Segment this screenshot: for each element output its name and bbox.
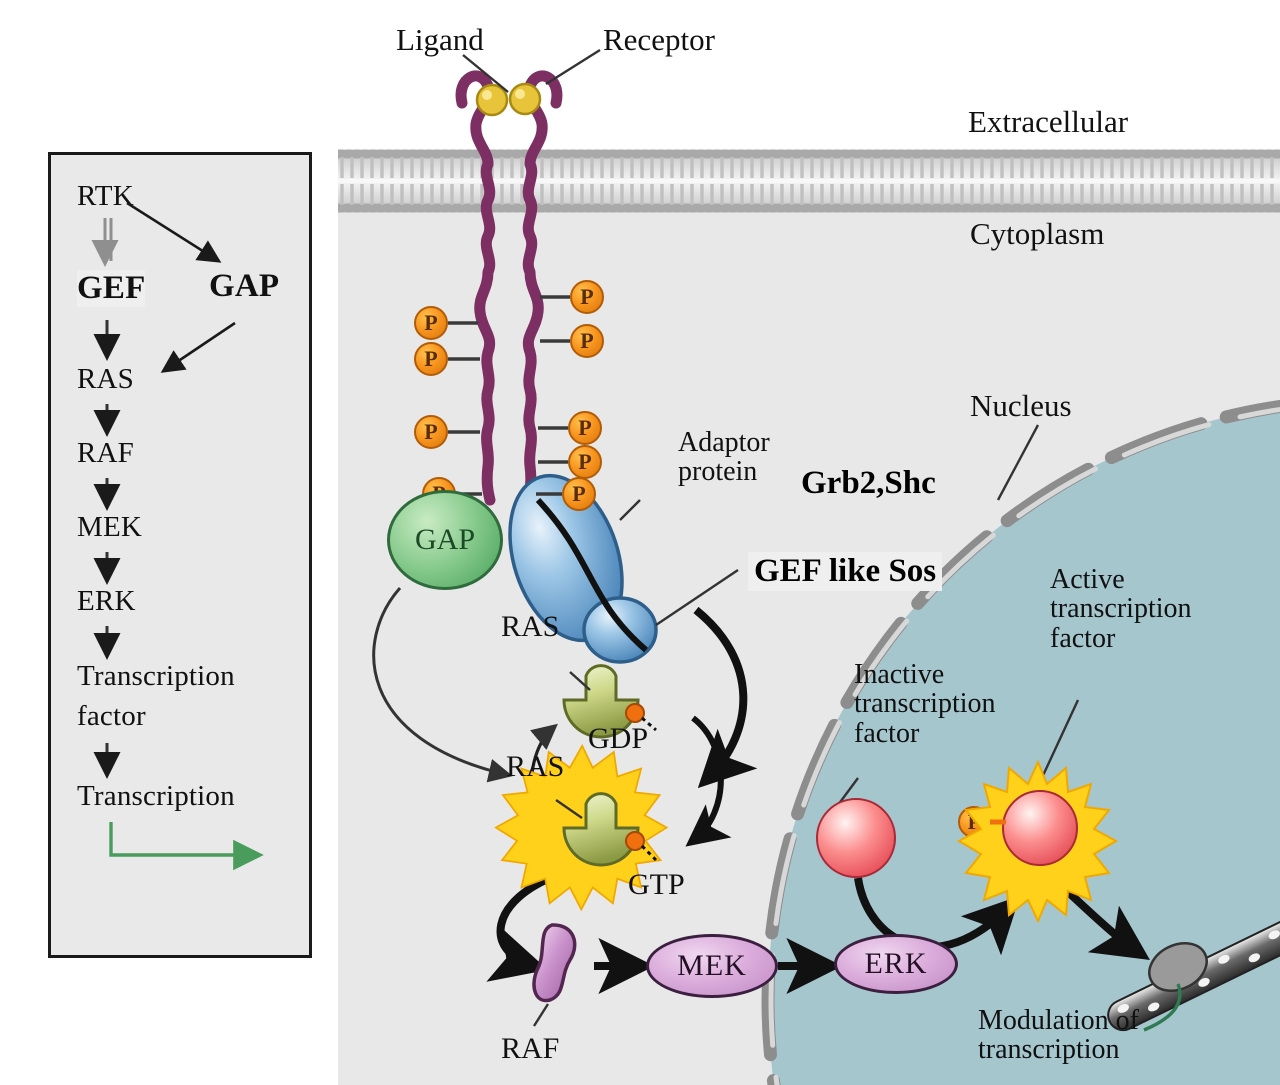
- extracellular-space: [338, 0, 1280, 150]
- phosphate-icon: P: [414, 306, 448, 340]
- arrow-rtk-to-gap: [126, 201, 222, 263]
- label-adaptor-names: Grb2,Shc: [801, 465, 936, 501]
- pathway-step-raf: RAF: [77, 437, 135, 469]
- gap-protein-label: GAP: [414, 523, 475, 556]
- leader-ras-gtp: [555, 799, 583, 819]
- phosphate-icon: P: [414, 415, 448, 449]
- arrow-gap-to-ras-feedback: [372, 587, 513, 783]
- pathway-summary-panel: RTK GEF GAP RAS RAF MEK ERK Transcriptio…: [48, 152, 312, 958]
- arrow-rasgtp-to-raf: [486, 870, 562, 982]
- label-active-tf-line1: Active: [1050, 564, 1125, 595]
- label-inactive-tf-line3: factor: [854, 717, 920, 749]
- pathway-step-transcription-factor-line2: factor: [77, 700, 146, 732]
- phosphate-icon: P: [562, 477, 596, 511]
- dna-binding-site: [1148, 942, 1208, 992]
- nuclear-envelope: [761, 400, 1280, 1085]
- label-modulation-of-transcription: Modulation of transcription: [978, 1006, 1139, 1065]
- label-adaptor-line1: Adaptor: [678, 427, 770, 458]
- pathway-step-transcription-factor-line1: Transcription: [77, 660, 235, 692]
- pathway-step-transcription: Transcription: [77, 780, 235, 812]
- phosphate-icon: P: [568, 445, 602, 479]
- mek-kinase: MEK: [646, 934, 778, 998]
- label-gtp: GTP: [628, 868, 685, 901]
- erk-label: ERK: [864, 947, 928, 980]
- pathway-step-rtk: RTK: [77, 180, 134, 212]
- label-ras-gtp: RAS: [506, 750, 565, 783]
- adaptor-protein-shape: [508, 473, 658, 664]
- arrow-transcription-output: [109, 822, 264, 871]
- arrow-ras-cycle-right: [685, 715, 732, 847]
- label-receptor: Receptor: [603, 22, 715, 57]
- pathway-step-gef: GEF: [77, 270, 146, 307]
- ras-gtp-active-molecule: [494, 743, 669, 912]
- leader-ras-gdp: [569, 671, 591, 691]
- pathway-step-mek: MEK: [77, 511, 143, 543]
- label-adaptor-line2: protein: [678, 456, 758, 488]
- arrow-sos-to-ras: [693, 606, 758, 789]
- ligand-bead-2: [508, 82, 542, 116]
- erk-nucleus-label: ERK: [865, 947, 928, 981]
- phosphate-icon: P: [570, 280, 604, 314]
- phosphate-stems: [448, 295, 570, 496]
- inactive-transcription-factor: [816, 798, 896, 878]
- ligand-bead-1: [475, 83, 509, 117]
- label-active-tf-line3: factor: [1050, 622, 1116, 654]
- nuclear-envelope-highlight: [768, 407, 1280, 1085]
- pathway-arrows: [91, 201, 264, 871]
- label-gef-like-sos: GEF like Sos: [748, 552, 943, 591]
- erk-kinase-cytoplasm: ERK: [834, 934, 958, 994]
- receptor-left-chain: [455, 70, 496, 506]
- label-nucleus: Nucleus: [970, 388, 1072, 423]
- ras-gdp-molecule: [562, 664, 657, 739]
- phosphate-icon: P: [958, 806, 990, 838]
- cell-vector-art: [338, 48, 1280, 1085]
- phosphate-icon: P: [414, 342, 448, 376]
- gap-protein: GAP: [387, 490, 503, 590]
- leader-receptor: [545, 48, 601, 86]
- arrow-gap-to-ras: [160, 321, 236, 373]
- arrow-rtk-to-gef: [91, 218, 119, 267]
- phosphate-icon: P: [568, 411, 602, 445]
- label-inactive-tf-line1: Inactive: [854, 659, 945, 690]
- label-active-tf-line2: transcription: [1050, 593, 1192, 625]
- nucleus-body: [768, 406, 1280, 1085]
- modulation-green-line: [1143, 983, 1182, 1032]
- receptor-right-chain: [522, 70, 563, 506]
- label-inactive-tf-line2: transcription: [854, 688, 996, 720]
- pathway-step-ras: RAS: [77, 363, 135, 395]
- label-modulation-line1: Modulation of: [978, 1005, 1139, 1036]
- label-gdp: GDP: [588, 722, 649, 755]
- label-adaptor-protein: Adaptor protein: [678, 428, 770, 487]
- label-modulation-line2: transcription: [978, 1034, 1120, 1066]
- label-extracellular: Extracellular: [968, 104, 1129, 139]
- leader-adaptor-protein: [619, 499, 641, 521]
- label-raf: RAF: [501, 1032, 560, 1065]
- label-inactive-transcription-factor: Inactive transcription factor: [854, 659, 996, 749]
- label-ligand: Ligand: [396, 22, 484, 57]
- pathway-step-gap: GAP: [209, 268, 280, 304]
- cell-diagram: Extracellular Cytoplasm Nucleus Ligand R…: [338, 0, 1280, 1085]
- mek-label: MEK: [677, 949, 747, 982]
- active-transcription-factor: [1002, 790, 1078, 866]
- label-ras-gdp: RAS: [501, 610, 560, 643]
- pathway-step-erk: ERK: [77, 585, 136, 617]
- phosphate-icon: P: [570, 324, 604, 358]
- leader-ligand: [462, 54, 509, 93]
- label-active-transcription-factor: Active transcription factor: [1050, 564, 1192, 654]
- leader-nucleus: [996, 424, 1040, 501]
- label-cytoplasm: Cytoplasm: [970, 216, 1105, 251]
- leader-gef-sos: [655, 569, 739, 626]
